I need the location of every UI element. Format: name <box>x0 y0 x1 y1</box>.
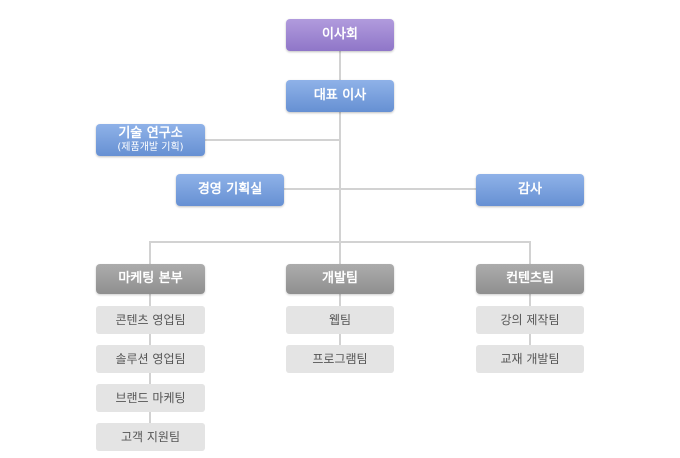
connector-ceo-trunk <box>339 112 341 242</box>
node-marketing: 마케팅 본부 <box>96 264 205 294</box>
team-solution-sales-label: 솔루션 영업팀 <box>115 351 186 366</box>
team-content-sales-label: 콘텐츠 영업팀 <box>115 312 186 327</box>
node-ceo: 대표 이사 <box>286 80 394 112</box>
node-ceo-label: 대표 이사 <box>313 88 367 104</box>
node-planning-label: 경영 기획실 <box>197 182 263 198</box>
connector-board-ceo <box>339 50 341 80</box>
team-customer-support: 고객 지원팀 <box>96 423 205 451</box>
node-research-label: 기술 연구소 <box>118 125 183 141</box>
team-lecture-production: 강의 제작팀 <box>476 306 584 334</box>
team-customer-support-label: 고객 지원팀 <box>120 429 180 444</box>
node-audit-label: 감사 <box>518 182 542 198</box>
team-program: 프로그램팀 <box>286 345 394 373</box>
team-web: 웹팀 <box>286 306 394 334</box>
team-web-label: 웹팀 <box>328 312 352 327</box>
team-brand-marketing-label: 브랜드 마케팅 <box>115 390 186 405</box>
node-contents-label: 컨텐츠팀 <box>506 271 554 287</box>
node-planning: 경영 기획실 <box>176 174 284 206</box>
node-development-label: 개발팀 <box>322 271 358 287</box>
node-contents: 컨텐츠팀 <box>476 264 584 294</box>
node-board-label: 이사회 <box>322 27 358 43</box>
connector-research <box>205 139 340 141</box>
team-textbook-development-label: 교재 개발팀 <box>500 351 560 366</box>
connector-marketing <box>149 241 151 264</box>
team-content-sales: 콘텐츠 영업팀 <box>96 306 205 334</box>
team-textbook-development: 교재 개발팀 <box>476 345 584 373</box>
node-board: 이사회 <box>286 19 394 51</box>
node-research: 기술 연구소 (제품개발 기획) <box>96 124 205 156</box>
connector-contents <box>529 241 531 264</box>
connector-planning-audit <box>284 188 476 190</box>
node-audit: 감사 <box>476 174 584 206</box>
team-lecture-production-label: 강의 제작팀 <box>500 312 560 327</box>
node-marketing-label: 마케팅 본부 <box>118 271 183 287</box>
node-research-sublabel: (제품개발 기획) <box>117 142 184 154</box>
connector-development <box>339 241 341 264</box>
team-program-label: 프로그램팀 <box>312 351 368 366</box>
team-solution-sales: 솔루션 영업팀 <box>96 345 205 373</box>
node-development: 개발팀 <box>286 264 394 294</box>
team-brand-marketing: 브랜드 마케팅 <box>96 384 205 412</box>
